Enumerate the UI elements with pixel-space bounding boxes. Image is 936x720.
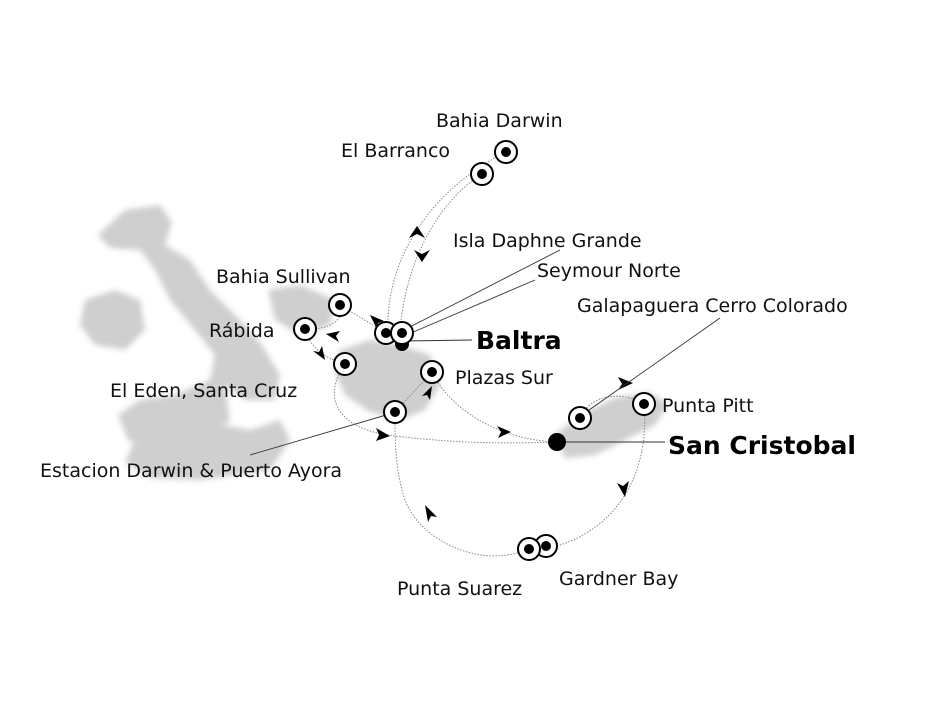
arrow-icon [409,226,425,238]
marker-estacion-darwin[interactable] [383,400,407,424]
label-punta-pitt: Punta Pitt [662,395,754,417]
arrow-icon [376,428,390,441]
arrow-icon [414,250,430,262]
marker-punta-suarez-gardner-bay[interactable] [517,534,558,561]
arrow-icon [370,315,384,329]
marker-galapaguera[interactable] [568,406,592,430]
label-bahia-sullivan: Bahia Sullivan [216,266,351,288]
label-plazas-sur: Plazas Sur [455,367,553,389]
marker-bahia-darwin[interactable] [494,140,518,164]
marker-san-cristobal[interactable] [548,433,566,451]
label-galapaguera: Galapaguera Cerro Colorado [577,295,848,317]
label-seymour-norte: Seymour Norte [537,260,681,282]
marker-baltra[interactable] [374,321,414,351]
island-santiago [268,285,335,335]
label-rabida: Rábida [209,320,274,342]
leader-lines [249,249,721,456]
route-arrows [313,226,633,522]
marker-el-eden[interactable] [333,352,357,376]
island-isabela-south [125,420,290,480]
label-el-barranco: El Barranco [341,140,450,162]
island-fernandina [80,290,145,350]
arrow-icon [313,346,325,360]
label-punta-suarez: Punta Suarez [397,578,522,600]
label-el-eden: El Eden, Santa Cruz [110,380,297,402]
arrow-icon [425,505,437,522]
marker-punta-pitt[interactable] [632,392,656,416]
marker-plazas-sur[interactable] [420,360,444,384]
marker-rabida[interactable] [293,317,317,341]
island-santa-cruz [335,340,440,420]
marker-bahia-sullivan[interactable] [328,293,352,317]
arrow-icon [326,331,340,342]
arrow-icon [617,481,629,497]
marker-el-barranco[interactable] [470,162,494,186]
label-estacion-darwin: Estacion Darwin & Puerto Ayora [40,460,342,482]
arrow-icon [422,386,432,400]
arrow-icon [497,426,511,438]
label-bahia-darwin: Bahia Darwin [436,110,563,132]
label-isla-daphne-grande: Isla Daphne Grande [453,230,642,252]
label-gardner-bay: Gardner Bay [559,568,678,590]
label-baltra: Baltra [476,326,562,355]
label-san-cristobal: San Cristobal [668,431,856,460]
island-isabela [98,205,280,450]
